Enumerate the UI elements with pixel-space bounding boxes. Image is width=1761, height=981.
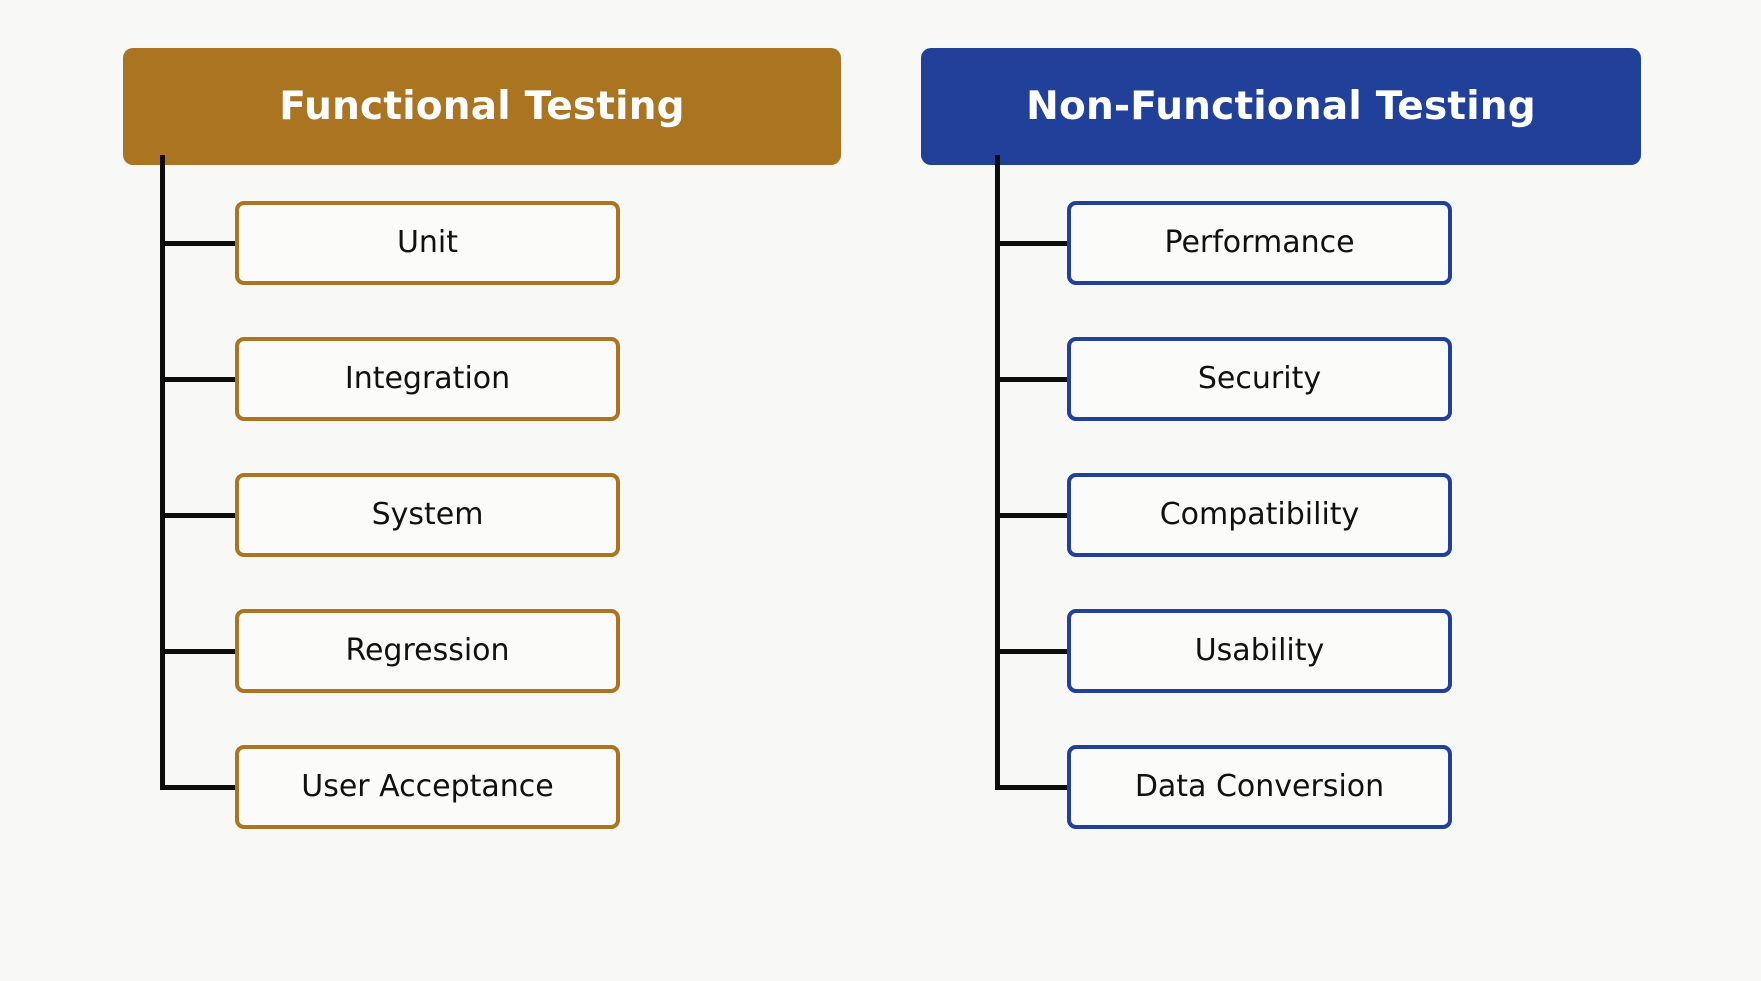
connector-line-icon	[160, 648, 235, 654]
list-item[interactable]: Usability	[995, 609, 1452, 693]
connector-line-icon	[160, 240, 235, 246]
item-label: Performance	[1164, 225, 1355, 260]
connector-line-icon	[995, 648, 1067, 654]
connector-line-icon	[160, 512, 235, 518]
item-label: Security	[1197, 361, 1322, 396]
list-item[interactable]: User Acceptance	[160, 745, 620, 829]
item-label: Data Conversion	[1134, 769, 1385, 804]
connector-line-icon	[995, 376, 1067, 382]
item-label: Unit	[396, 225, 459, 260]
connector-line-icon	[160, 376, 235, 382]
item-box-unit[interactable]: Unit	[235, 201, 620, 285]
item-box-regression[interactable]: Regression	[235, 609, 620, 693]
item-box-performance[interactable]: Performance	[1067, 201, 1452, 285]
column-functional-testing: Functional Testing Unit Integration Syst…	[123, 0, 841, 981]
header-functional-testing-label: Functional Testing	[279, 84, 685, 129]
item-box-security[interactable]: Security	[1067, 337, 1452, 421]
item-box-compatibility[interactable]: Compatibility	[1067, 473, 1452, 557]
list-item[interactable]: Compatibility	[995, 473, 1452, 557]
item-list-non-functional: Performance Security Compatibility Usabi…	[921, 0, 1641, 981]
list-item[interactable]: Data Conversion	[995, 745, 1452, 829]
item-label: Integration	[344, 361, 511, 396]
list-item[interactable]: Regression	[160, 609, 620, 693]
connector-line-icon	[995, 512, 1067, 518]
list-item[interactable]: System	[160, 473, 620, 557]
item-box-user-acceptance[interactable]: User Acceptance	[235, 745, 620, 829]
list-item[interactable]: Performance	[995, 201, 1452, 285]
header-non-functional-testing[interactable]: Non-Functional Testing	[921, 48, 1641, 165]
list-item[interactable]: Security	[995, 337, 1452, 421]
item-box-usability[interactable]: Usability	[1067, 609, 1452, 693]
item-label: System	[371, 497, 484, 532]
item-box-integration[interactable]: Integration	[235, 337, 620, 421]
trunk-line-non-functional	[995, 155, 1000, 790]
item-label: Compatibility	[1159, 497, 1360, 532]
column-non-functional-testing: Non-Functional Testing Performance Secur…	[921, 0, 1641, 981]
connector-line-icon	[160, 784, 235, 790]
connector-line-icon	[995, 784, 1067, 790]
trunk-line-functional	[160, 155, 165, 790]
item-box-system[interactable]: System	[235, 473, 620, 557]
item-list-functional: Unit Integration System Regression	[123, 0, 841, 981]
list-item[interactable]: Unit	[160, 201, 620, 285]
connector-line-icon	[995, 240, 1067, 246]
list-item[interactable]: Integration	[160, 337, 620, 421]
item-box-data-conversion[interactable]: Data Conversion	[1067, 745, 1452, 829]
header-non-functional-testing-label: Non-Functional Testing	[1026, 84, 1536, 129]
item-label: User Acceptance	[301, 769, 554, 804]
item-label: Regression	[345, 633, 510, 668]
item-label: Usability	[1194, 633, 1325, 668]
header-functional-testing[interactable]: Functional Testing	[123, 48, 841, 165]
